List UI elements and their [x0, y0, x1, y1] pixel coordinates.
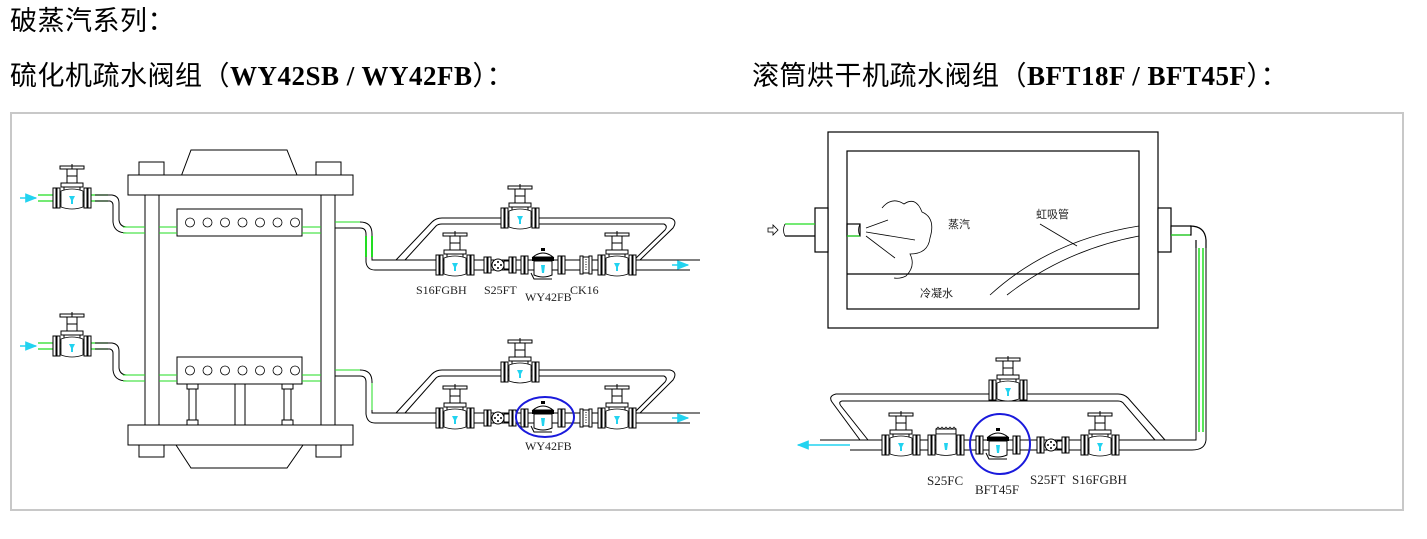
- wy42fb-trap-upper: [520, 247, 566, 280]
- highlight-circle-wy42fb: [515, 396, 575, 438]
- label-s25ft-upper: S25FT: [484, 283, 517, 297]
- platen-hole: [220, 217, 230, 228]
- wy42fb-trap-lower: [520, 400, 566, 433]
- s16fgbh-valve-upper: [435, 230, 475, 277]
- series-title: 破蒸汽系列：: [10, 6, 175, 38]
- s16fgbh-valve-right: [1080, 410, 1120, 457]
- bypass-valve-lower: [500, 337, 540, 384]
- platen-hole: [237, 365, 248, 376]
- diagram-frame: [10, 112, 1404, 511]
- platen-hole: [237, 217, 248, 228]
- upper-drain-line: [335, 217, 700, 271]
- label-s25fc: S25FC: [927, 473, 963, 488]
- platen-hole: [290, 217, 300, 228]
- platen-hole: [220, 365, 230, 376]
- bypass-valve-upper: [500, 183, 540, 230]
- label-steam: 蒸汽: [948, 217, 970, 231]
- label-ck16: CK16: [570, 283, 599, 297]
- vulcanizer-press: [127, 149, 354, 469]
- platen-hole: [290, 365, 300, 376]
- s25fc-check-valve: [927, 426, 965, 456]
- right-vertical-pipe: [1185, 248, 1207, 451]
- platen-hole: [272, 217, 283, 228]
- sight-glass-lower: [579, 408, 593, 428]
- platen-hole: [255, 365, 265, 376]
- label-condensate: 冷凝水: [920, 286, 953, 300]
- outlet-valve-lower: [597, 383, 637, 430]
- label-s25ft-right: S25FT: [1030, 472, 1065, 487]
- label-wy42fb-lower: WY42FB: [525, 439, 572, 453]
- right-title-cn: 滚筒烘干机疏水阀组（: [752, 61, 1027, 92]
- globe-valve-right-outlet: [881, 410, 921, 457]
- highlight-circle-bft45f: [969, 413, 1031, 475]
- s25ft-strainer-upper: [483, 256, 517, 274]
- platen-hole: [185, 217, 195, 228]
- right-diagram-title: 滚筒烘干机疏水阀组（BFT18F / BFT45F）：: [752, 60, 1288, 93]
- left-title-cn: 硫化机疏水阀组（: [10, 61, 230, 92]
- right-title-end: ）：: [1246, 61, 1289, 92]
- bypass-valve-right: [988, 355, 1028, 402]
- platen-hole: [202, 365, 213, 376]
- platen-hole: [202, 217, 213, 228]
- label-s16fgbh-upper: S16FGBH: [416, 283, 467, 297]
- label-siphon: 虹吸管: [1036, 207, 1069, 221]
- s16fgbh-valve-lower: [435, 383, 475, 430]
- ck16-sight-glass: [579, 255, 593, 275]
- platen-hole: [272, 365, 283, 376]
- series-title-text: 破蒸汽系列：: [10, 6, 175, 37]
- platen-holes: [185, 217, 300, 376]
- right-title-models: BFT18F / BFT45F: [1027, 61, 1247, 91]
- lower-drain-line: [335, 369, 700, 424]
- left-title-end: ）：: [472, 61, 515, 92]
- platen-hole: [185, 365, 195, 376]
- drum-dryer: [783, 131, 1207, 329]
- bft45f-trap: [975, 427, 1021, 460]
- left-title-models: WY42SB / WY42FB: [230, 61, 473, 91]
- inlet-globe-valve-lower: [52, 311, 92, 358]
- left-diagram-title: 硫化机疏水阀组（WY42SB / WY42FB）：: [10, 60, 514, 93]
- s25ft-strainer-lower: [483, 409, 517, 427]
- platen-hole: [255, 217, 265, 228]
- label-bft45f: BFT45F: [975, 482, 1019, 497]
- inlet-globe-valve-upper: [52, 163, 92, 210]
- label-s16fgbh-right: S16FGBH: [1072, 472, 1127, 487]
- s25ft-strainer-right: [1036, 436, 1070, 454]
- inlet-arrow-icon: [767, 224, 779, 236]
- outlet-valve-upper: [597, 230, 637, 277]
- label-wy42fb-upper: WY42FB: [525, 290, 572, 304]
